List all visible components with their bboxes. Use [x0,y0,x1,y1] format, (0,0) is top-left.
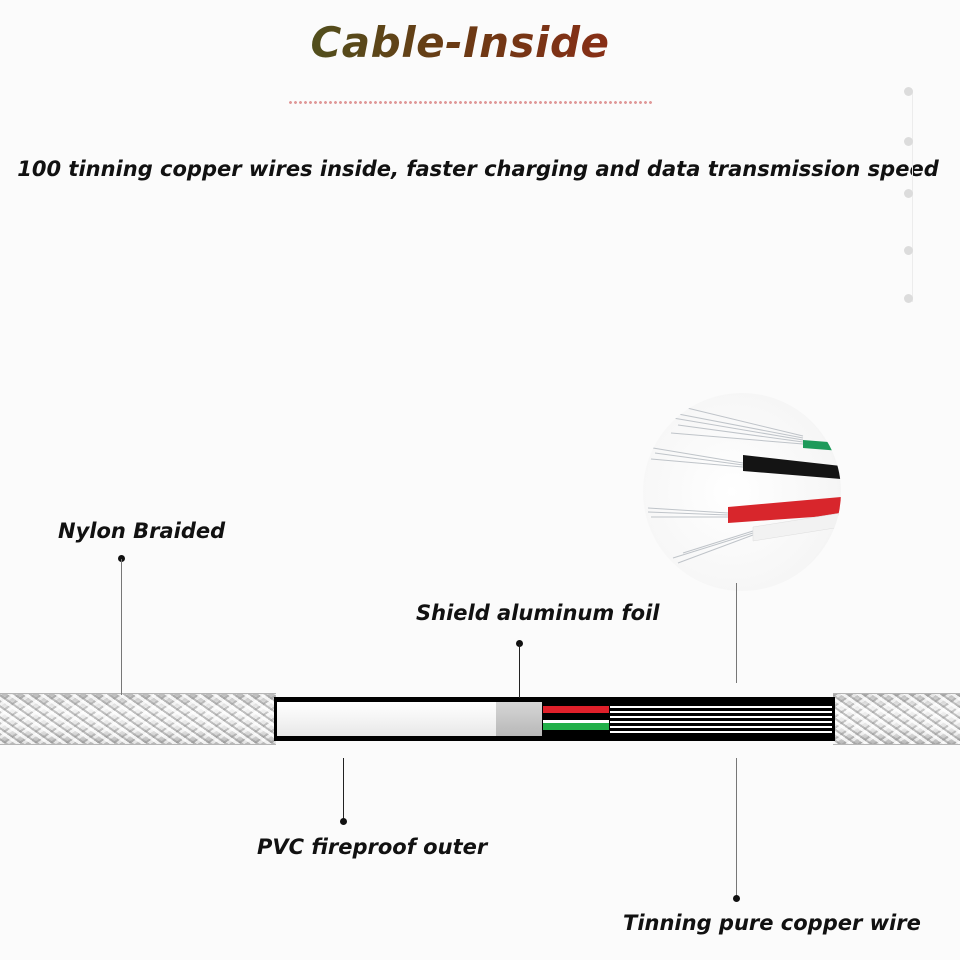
copper-strand [610,721,832,723]
callout-line [121,559,122,695]
decorative-dot [904,87,913,96]
braided-cable-left [0,693,276,745]
copper-strand [610,716,832,718]
braided-cable-right [833,693,960,745]
callout-dot [733,895,740,902]
copper-strand [610,711,832,713]
copper-strand [610,706,832,708]
dotted-divider [288,100,652,105]
wire-closeup-inset [643,393,841,591]
pvc-outer-layer [277,702,496,736]
aluminum-foil-layer [496,702,542,736]
subtitle: 100 tinning copper wires inside, faster … [17,157,939,181]
page-title: Cable-Inside [0,18,920,67]
copper-strand [610,731,832,733]
label-nylon-braided: Nylon Braided [58,519,226,543]
copper-strand [610,726,832,728]
green-wire [543,723,609,730]
callout-dot [516,640,523,647]
stripped-wires-illustration [647,406,841,564]
decorative-dot [904,137,913,146]
callout-line [519,644,520,698]
decorative-dot [904,294,913,303]
red-wire [543,706,609,713]
decorative-dot [904,246,913,255]
callout-dot [118,555,125,562]
label-shield-aluminum-foil: Shield aluminum foil [416,601,660,625]
black-wire [543,713,609,720]
callout-line [343,758,344,820]
callout-line [736,758,737,896]
white-wire [543,720,609,723]
label-pvc-fireproof-outer: PVC fireproof outer [257,835,488,859]
callout-line [736,583,737,683]
decorative-line [912,92,913,302]
label-tinning-pure-copper-wire: Tinning pure copper wire [623,911,921,935]
callout-dot [340,818,347,825]
decorative-dot [904,189,913,198]
